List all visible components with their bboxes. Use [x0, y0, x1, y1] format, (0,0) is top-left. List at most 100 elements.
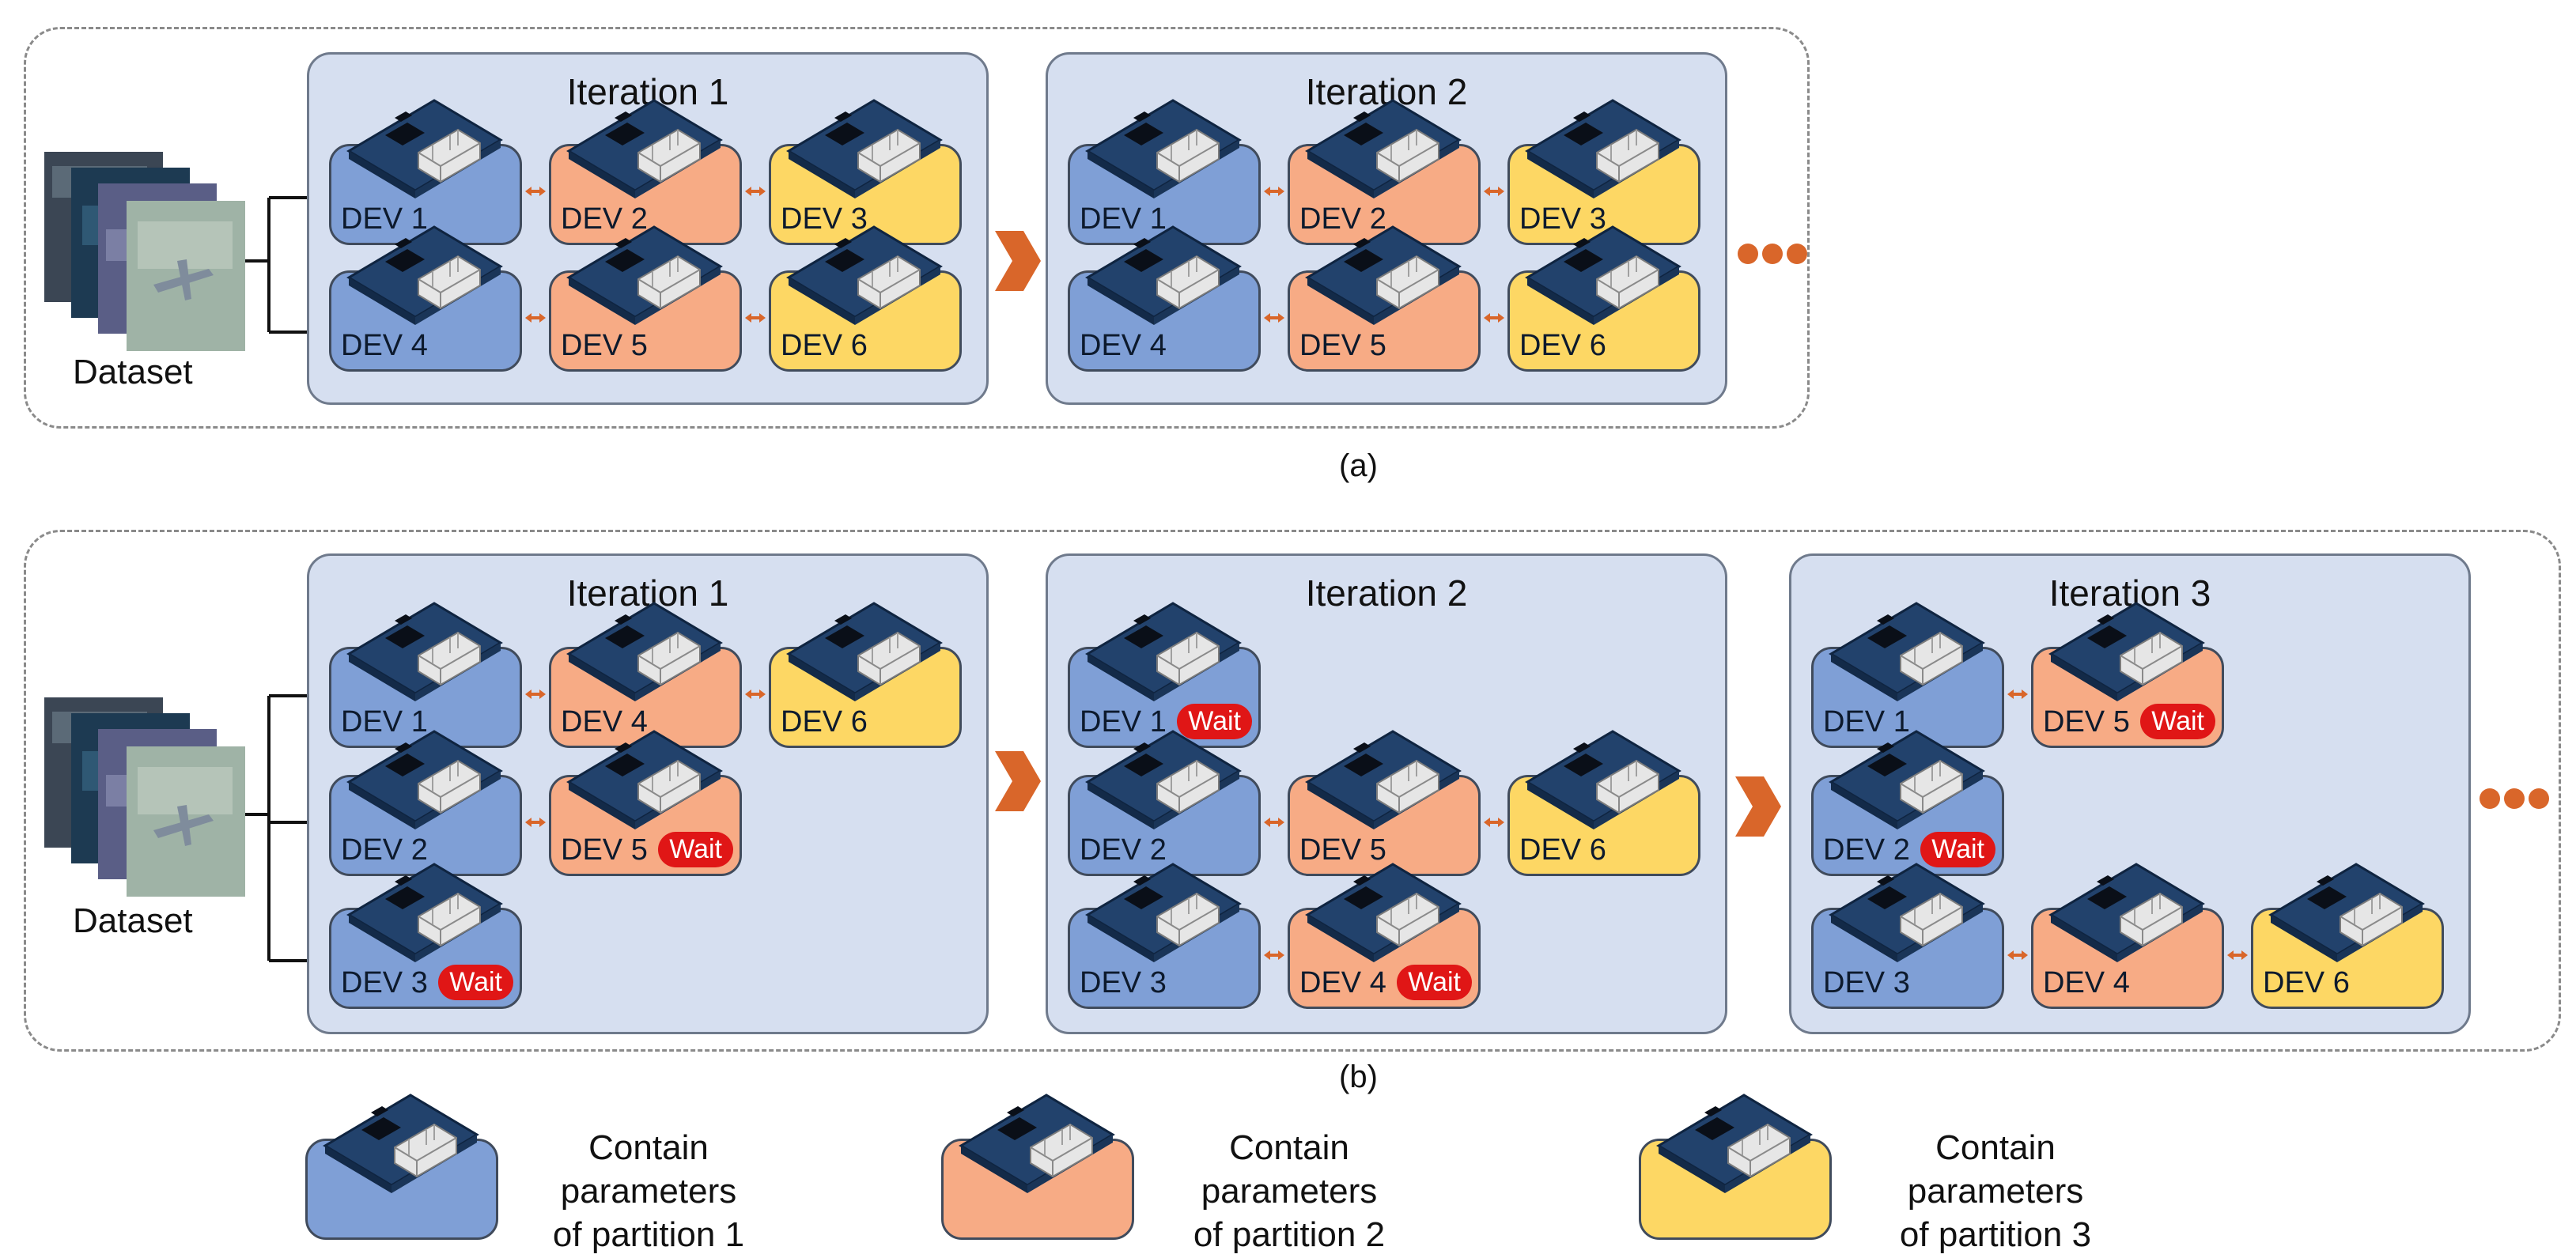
board-icon — [346, 602, 503, 701]
double-arrow-icon — [1484, 818, 1504, 827]
device-label: DEV 1 — [1080, 202, 1167, 236]
board-icon — [1085, 99, 1242, 198]
board-icon — [1085, 863, 1242, 962]
ellipsis-icon — [2480, 788, 2549, 809]
device-label: DEV 2 — [1299, 202, 1386, 236]
legend-line: of partition 3 — [1899, 1215, 2092, 1254]
device-label: DEV 3 — [781, 202, 868, 236]
ellipsis-icon — [1738, 244, 1807, 264]
device-card-a2-4: DEV 4 — [1068, 225, 1261, 372]
device-label: DEV 5 — [2043, 705, 2130, 739]
double-arrow-icon — [1484, 187, 1504, 196]
device-label: DEV 3 — [1519, 202, 1606, 236]
wait-badge: Wait — [2140, 704, 2215, 739]
device-card-b2-3: DEV 5 — [1288, 730, 1481, 876]
device-card-b2-4: DEV 6 — [1507, 730, 1700, 876]
double-arrow-icon — [745, 313, 766, 323]
wait-badge: Wait — [1177, 704, 1252, 739]
device-label: DEV 4 — [1080, 329, 1167, 362]
legend-text-1: Contain parameters of partition 1 — [506, 1126, 791, 1256]
board-icon — [566, 99, 723, 198]
legend-swatch-1 — [305, 1094, 498, 1240]
double-arrow-icon — [745, 689, 766, 699]
device-card-a1-1: DEV 1 — [329, 99, 522, 245]
board-icon — [346, 863, 503, 962]
board-icon — [1305, 730, 1462, 829]
board-icon — [1829, 863, 1985, 962]
device-card-a2-3: DEV 3 — [1507, 99, 1700, 245]
device-label: DEV 4 — [2043, 966, 2130, 999]
device-label: DEV 4 — [341, 329, 428, 362]
device-card-a2-5: DEV 5 — [1288, 225, 1481, 372]
wait-badge: Wait — [1397, 965, 1472, 1000]
wait-badge: Wait — [438, 965, 513, 1000]
legend-swatch-3 — [1639, 1094, 1832, 1240]
board-icon — [566, 730, 723, 829]
chevron-arrow-icon — [995, 231, 1041, 291]
device-card-b3-3: DEV 2 Wait — [1811, 730, 2004, 876]
device-label: DEV 5 — [561, 833, 648, 867]
device-label: DEV 4 — [561, 705, 648, 739]
board-icon — [1829, 730, 1985, 829]
device-card-b1-5: DEV 5 Wait — [549, 730, 742, 876]
device-label: DEV 5 — [1299, 833, 1386, 867]
dataset-connector-a — [245, 196, 331, 334]
device-label: DEV 2 — [341, 833, 428, 867]
dataset-image-stack-a — [43, 150, 256, 356]
device-label: DEV 6 — [1519, 833, 1606, 867]
dataset-image-stack-icon — [44, 152, 245, 351]
panel-b-label: (b) — [1339, 1060, 1378, 1094]
device-label: DEV 2 — [1080, 833, 1167, 867]
double-arrow-icon — [525, 187, 546, 196]
double-arrow-icon — [525, 313, 546, 323]
board-icon — [2268, 863, 2425, 962]
panel-a-label: (a) — [1339, 448, 1378, 483]
device-card-a1-6: DEV 6 — [769, 225, 962, 372]
board-icon — [786, 99, 943, 198]
dataset-image-stack-icon — [44, 697, 245, 897]
legend-line: Contain parameters — [1201, 1128, 1378, 1211]
wait-badge: Wait — [658, 832, 733, 867]
double-arrow-icon — [1484, 313, 1504, 323]
device-label: DEV 3 — [1080, 966, 1167, 999]
double-arrow-icon — [745, 187, 766, 196]
device-card-a1-4: DEV 4 — [329, 225, 522, 372]
device-card-b1-1: DEV 1 — [329, 602, 522, 748]
device-label: DEV 1 — [341, 705, 428, 739]
board-icon — [2048, 602, 2205, 701]
device-card-b1-4: DEV 2 — [329, 730, 522, 876]
board-icon — [1656, 1094, 1813, 1193]
dataset-label-b: Dataset — [73, 901, 193, 940]
double-arrow-icon — [2007, 950, 2028, 960]
board-icon — [1829, 602, 1985, 701]
legend-text-2: Contain parameters of partition 2 — [1147, 1126, 1432, 1256]
device-label: DEV 4 — [1299, 966, 1386, 999]
device-card-b3-1: DEV 1 — [1811, 602, 2004, 748]
dataset-label-a: Dataset — [73, 353, 193, 391]
board-icon — [959, 1094, 1115, 1193]
device-label: DEV 6 — [781, 329, 868, 362]
wait-badge: Wait — [1920, 832, 1995, 867]
panel-b-frame — [24, 530, 2561, 1052]
legend-text-3: Contain parameters of partition 3 — [1853, 1126, 2138, 1256]
device-card-b3-2: DEV 5 Wait — [2031, 602, 2224, 748]
device-label: DEV 2 — [1823, 833, 1910, 867]
chevron-arrow-icon — [995, 751, 1041, 811]
device-label: DEV 5 — [1299, 329, 1386, 362]
device-label: DEV 6 — [1519, 329, 1606, 362]
device-label: DEV 6 — [2263, 966, 2350, 999]
legend-swatch-2 — [941, 1094, 1134, 1240]
board-icon — [346, 99, 503, 198]
iteration-title: Iteration 2 — [1305, 572, 1468, 614]
device-label: DEV 1 — [341, 202, 428, 236]
dataset-image-stack-b — [43, 696, 256, 901]
dataset-connector-b — [245, 694, 331, 962]
device-card-b3-5: DEV 4 — [2031, 863, 2224, 1009]
board-icon — [566, 602, 723, 701]
board-icon — [566, 225, 723, 325]
board-icon — [1305, 225, 1462, 325]
board-icon — [1305, 99, 1462, 198]
device-card-b3-4: DEV 3 — [1811, 863, 2004, 1009]
